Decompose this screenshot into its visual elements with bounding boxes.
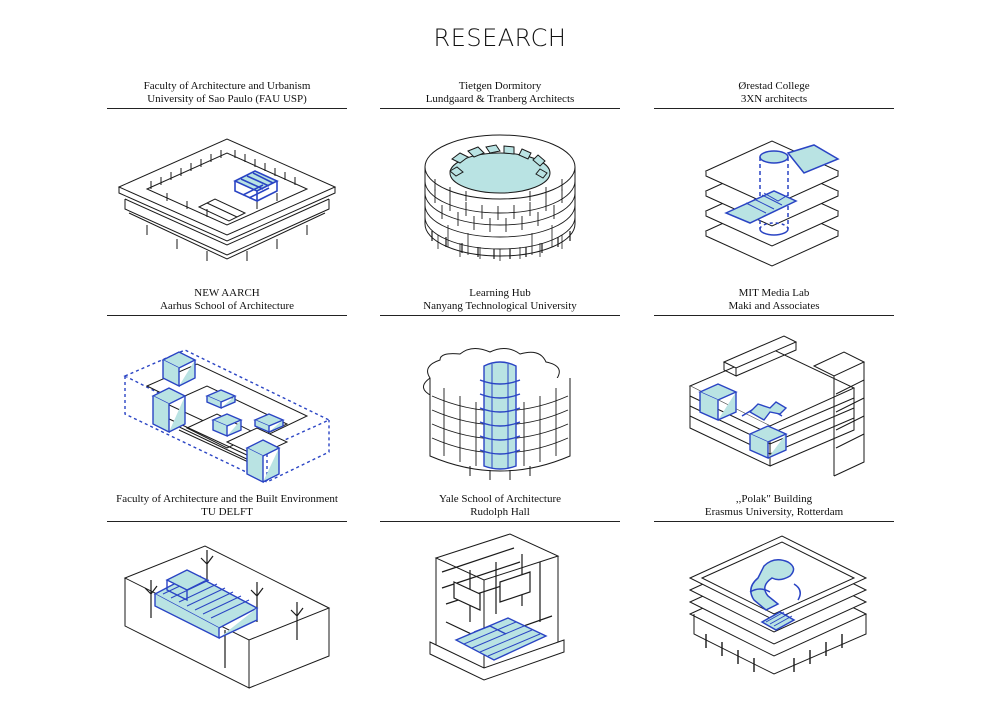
project-title: Tietgen Dormitory Lundgaard & Tranberg A… bbox=[380, 79, 620, 105]
project-title: NEW AARCH Aarhus School of Architecture bbox=[107, 286, 347, 312]
project-architect: Aarhus School of Architecture bbox=[159, 299, 295, 312]
project-architect: 3XN architects bbox=[740, 92, 808, 105]
project-title: Ørestad College 3XN architects bbox=[654, 79, 894, 105]
project-title: Faculty of Architecture and Urbanism Uni… bbox=[107, 79, 347, 105]
fau-usp-axonometric-drawing bbox=[107, 109, 347, 284]
orestad-axonometric-drawing bbox=[654, 109, 894, 284]
project-cell-fau-usp: Faculty of Architecture and Urbanism Uni… bbox=[107, 79, 347, 261]
tu-delft-axonometric-drawing bbox=[107, 522, 347, 697]
project-cell-mit-media-lab: MIT Media Lab Maki and Associates bbox=[654, 286, 894, 477]
project-title: MIT Media Lab Maki and Associates bbox=[654, 286, 894, 312]
project-name: Tietgen Dormitory bbox=[458, 80, 542, 92]
title-rule bbox=[380, 108, 620, 109]
title-rule bbox=[107, 108, 347, 109]
title-rule bbox=[654, 315, 894, 316]
project-architect: Maki and Associates bbox=[728, 299, 820, 312]
tietgen-axonometric-drawing bbox=[380, 109, 620, 284]
project-name: MIT Media Lab bbox=[738, 287, 810, 299]
project-cell-orestad: Ørestad College 3XN architects bbox=[654, 79, 894, 267]
project-name: Faculty of Architecture and Urbanism bbox=[143, 80, 311, 92]
title-rule bbox=[654, 108, 894, 109]
project-name: Yale School of Architecture bbox=[439, 493, 561, 505]
project-title: Faculty of Architecture and the Built En… bbox=[107, 492, 347, 518]
project-title: Yale School of Architecture Rudolph Hall bbox=[380, 492, 620, 518]
project-title: ,,Polak" Building Erasmus University, Ro… bbox=[654, 492, 894, 518]
title-rule bbox=[380, 315, 620, 316]
title-rule bbox=[380, 521, 620, 522]
learning-hub-axonometric-drawing bbox=[380, 316, 620, 491]
project-architect: Rudolph Hall bbox=[470, 505, 530, 518]
project-name: ,,Polak" Building bbox=[735, 493, 813, 505]
project-name: Faculty of Architecture and the Built En… bbox=[116, 493, 338, 505]
project-cell-polak: ,,Polak" Building Erasmus University, Ro… bbox=[654, 492, 894, 675]
project-cell-new-aarch: NEW AARCH Aarhus School of Architecture bbox=[107, 286, 347, 484]
project-cell-yale: Yale School of Architecture Rudolph Hall bbox=[380, 492, 620, 681]
page-title: RESEARCH bbox=[433, 24, 567, 52]
project-name: Learning Hub bbox=[469, 287, 531, 299]
title-rule bbox=[107, 521, 347, 522]
project-title: Learning Hub Nanyang Technological Unive… bbox=[380, 286, 620, 312]
polak-axonometric-drawing bbox=[654, 522, 894, 697]
new-aarch-axonometric-drawing bbox=[107, 316, 347, 491]
project-architect: Nanyang Technological University bbox=[423, 299, 577, 312]
project-architect: Lundgaard & Tranberg Architects bbox=[425, 92, 575, 105]
project-name: Ørestad College bbox=[738, 80, 810, 92]
project-cell-tietgen: Tietgen Dormitory Lundgaard & Tranberg A… bbox=[380, 79, 620, 261]
project-architect: TU DELFT bbox=[201, 505, 253, 518]
title-rule bbox=[654, 521, 894, 522]
project-cell-learning-hub: Learning Hub Nanyang Technological Unive… bbox=[380, 286, 620, 480]
project-architect: University of Sao Paulo (FAU USP) bbox=[147, 92, 307, 105]
project-architect: Erasmus University, Rotterdam bbox=[704, 505, 844, 518]
project-name: NEW AARCH bbox=[194, 287, 260, 299]
yale-axonometric-drawing bbox=[380, 522, 620, 697]
title-rule bbox=[107, 315, 347, 316]
mit-media-lab-axonometric-drawing bbox=[654, 316, 894, 491]
project-cell-tu-delft: Faculty of Architecture and the Built En… bbox=[107, 492, 347, 689]
